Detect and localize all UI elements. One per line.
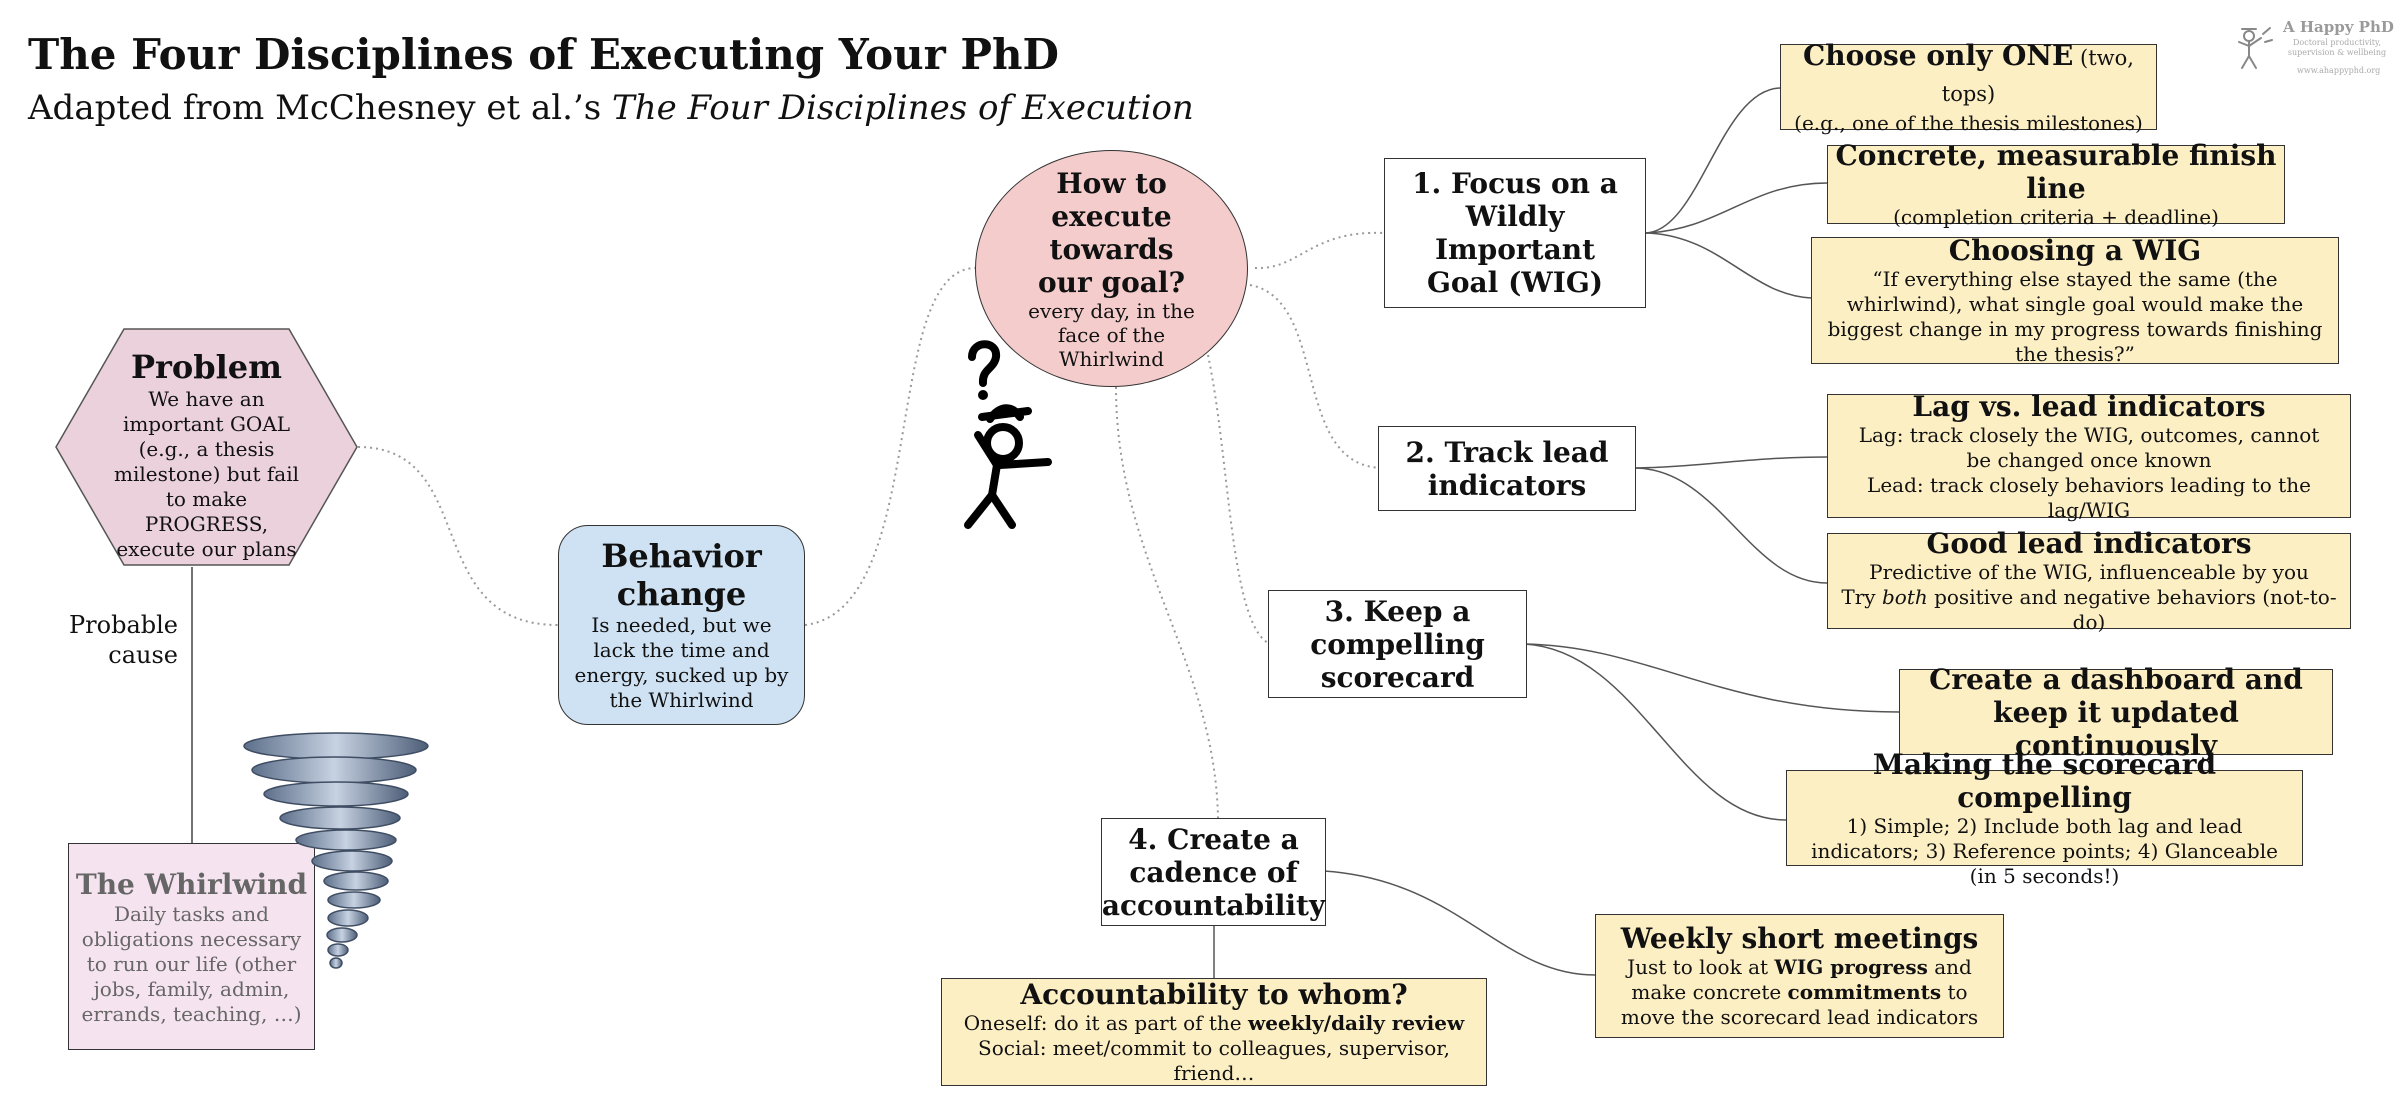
problem-body: We have an important GOAL (e.g., a thesi… <box>113 387 299 561</box>
note-choosing-wig: Choosing a WIG “If everything else staye… <box>1811 234 2339 366</box>
central-title: How to execute towards our goal? <box>1038 166 1185 299</box>
note-scorecard-title: Making the scorecard compelling <box>1872 747 2217 814</box>
note-scorecard-compelling: Making the scorecard compelling 1) Simpl… <box>1786 748 2303 888</box>
note-choose-one: Choose only ONE (two, tops) (e.g., one o… <box>1780 39 2157 135</box>
note-weekly-title: Weekly short meetings <box>1620 922 1979 955</box>
whirlwind-box: The Whirlwind Daily tasks and obligation… <box>68 843 315 1050</box>
note-finish-line-title: Concrete, measurable finish line <box>1835 139 2277 205</box>
note-lag-lead-body2: Lead: track closely behaviors leading to… <box>1867 472 2311 522</box>
whirlwind-title: The Whirlwind <box>75 867 308 901</box>
note-good-lead: Good lead indicators Predictive of the W… <box>1827 527 2351 634</box>
problem-title: Problem <box>130 348 282 386</box>
probable-cause-label: Probable cause <box>69 611 178 669</box>
brand-name: A Happy PhD <box>2283 18 2394 36</box>
brand-tagline: Doctoral productivity, supervision & wel… <box>2287 38 2387 57</box>
central-question-circle: How to execute towards our goal? every d… <box>975 150 1248 387</box>
note-dashboard: Create a dashboard and keep it updated c… <box>1899 663 2333 762</box>
note-good-lead-body1: Predictive of the WIG, influenceable by … <box>1869 560 2309 584</box>
problem-hexagon: Problem We have an important GOAL (e.g.,… <box>54 327 359 567</box>
tornado-icon <box>243 732 429 969</box>
note-choose-one-title: Choose only ONE <box>1803 38 2074 72</box>
page-title: The Four Disciplines of Executing Your P… <box>28 30 1059 79</box>
note-whom-line2: Social: meet/commit to colleagues, super… <box>978 1036 1450 1085</box>
note-dashboard-title: Create a dashboard and keep it updated c… <box>1929 662 2303 762</box>
central-body: every day, in the face of the Whirlwind <box>1028 298 1195 371</box>
note-lag-lead: Lag vs. lead indicators Lag: track close… <box>1827 390 2351 522</box>
note-choose-one-body: (e.g., one of the thesis milestones) <box>1794 110 2143 135</box>
note-choosing-wig-body: “If everything else stayed the same (the… <box>1827 267 2323 366</box>
behavior-body: Is needed, but we lack the time and ener… <box>574 613 789 712</box>
behavior-title: Behavior change <box>601 537 762 613</box>
brand-block: A Happy PhD Doctoral productivity, super… <box>2225 14 2395 84</box>
note-accountability-whom: Accountability to whom? Oneself: do it a… <box>941 978 1487 1086</box>
note-scorecard-body: 1) Simple; 2) Include both lag and lead … <box>1811 813 2278 888</box>
discipline-2-box: 2. Track lead indicators <box>1378 426 1636 511</box>
note-weekly-body: Just to look at WIG progress and make co… <box>1620 955 1979 1029</box>
happy-phd-logo-icon <box>2238 27 2273 69</box>
note-finish-line-body: (completion criteria + deadline) <box>1893 205 2219 229</box>
page-subtitle: Adapted from McChesney et al.’s The Four… <box>28 88 1194 128</box>
note-lag-lead-title: Lag vs. lead indicators <box>1912 389 2266 423</box>
note-choose-one-title-small: (two, tops) <box>1941 45 2134 106</box>
whirlwind-body: Daily tasks and obligations necessary to… <box>81 901 302 1026</box>
note-whom-title: Accountability to whom? <box>1020 978 1408 1011</box>
note-weekly-meetings: Weekly short meetings Just to look at WI… <box>1595 914 2004 1038</box>
note-choosing-wig-title: Choosing a WIG <box>1948 234 2202 267</box>
stick-figure-icon <box>964 340 1052 529</box>
note-whom-line1: Oneself: do it as part of the weekly/dai… <box>963 1011 1465 1035</box>
discipline-3-box: 3. Keep a compelling scorecard <box>1268 590 1527 698</box>
behavior-change-box: Behavior change Is needed, but we lack t… <box>558 525 805 725</box>
note-lag-lead-body1: Lag: track closely the WIG, outcomes, ca… <box>1858 422 2320 472</box>
note-good-lead-body2: Try both positive and negative behaviors… <box>1841 585 2337 634</box>
brand-url: www.ahappyphd.org <box>2297 66 2381 75</box>
discipline-1-box: 1. Focus on a Wildly Important Goal (WIG… <box>1384 158 1646 308</box>
discipline-4-box: 4. Create a cadence of accountability <box>1101 818 1326 926</box>
note-good-lead-title: Good lead indicators <box>1926 527 2252 560</box>
note-finish-line: Concrete, measurable finish line (comple… <box>1827 139 2285 229</box>
